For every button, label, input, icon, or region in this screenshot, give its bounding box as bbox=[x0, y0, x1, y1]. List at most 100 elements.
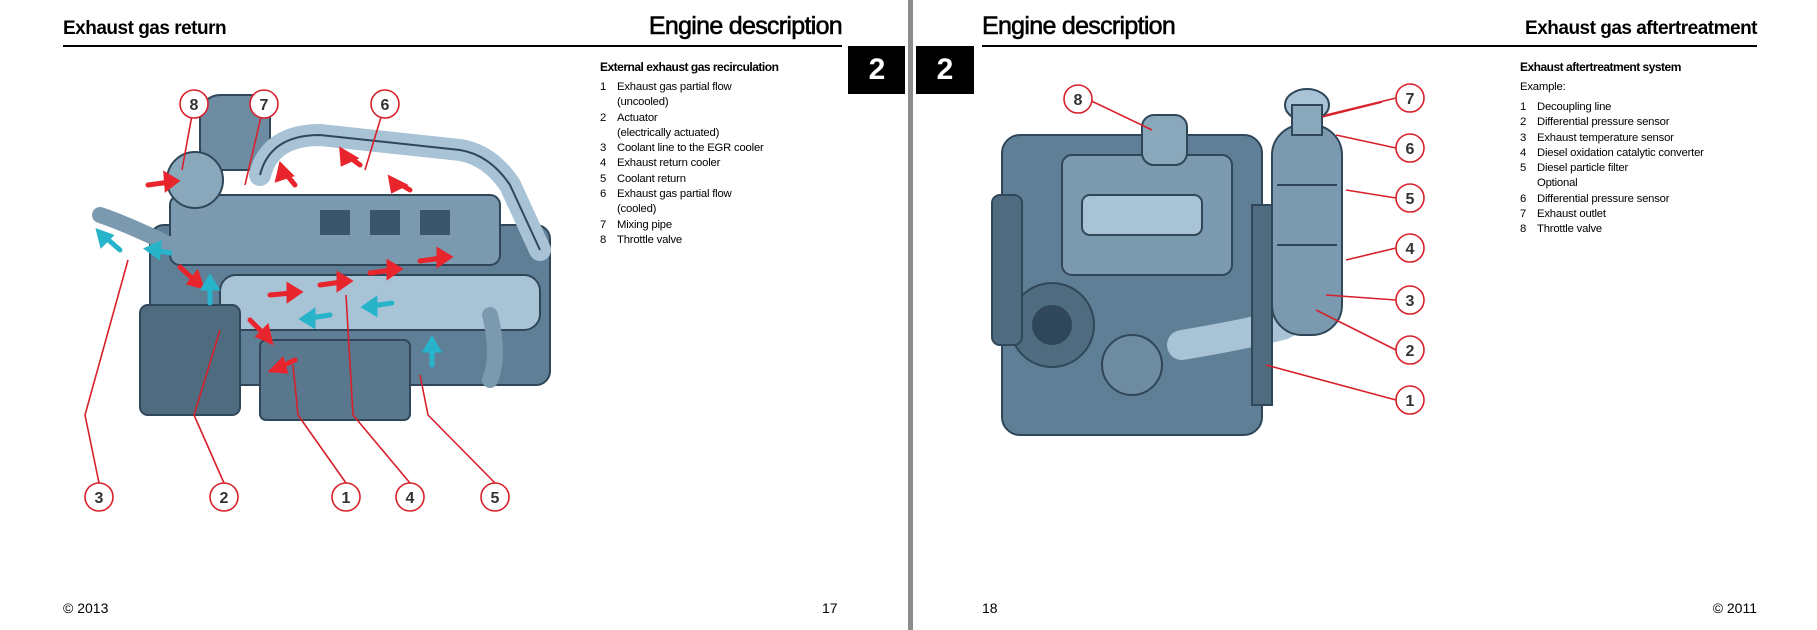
legend-number: 5 bbox=[600, 172, 607, 185]
legend-text: Exhaust gas partial flow bbox=[617, 81, 732, 93]
svg-text:8: 8 bbox=[1074, 92, 1083, 109]
legend-number: 1 bbox=[600, 81, 607, 93]
copyright: © 2013 bbox=[63, 600, 109, 616]
legend-number: 3 bbox=[1520, 131, 1527, 144]
legend-text: Coolant line to the EGR cooler bbox=[617, 142, 764, 155]
legend-item: 4 Exhaust return cooler bbox=[600, 156, 764, 171]
svg-text:5: 5 bbox=[1406, 191, 1415, 208]
legend-text: Actuator bbox=[617, 111, 658, 124]
header-rule bbox=[63, 45, 842, 47]
legend-text: Optional bbox=[1537, 177, 1578, 190]
svg-text:7: 7 bbox=[260, 97, 269, 114]
callout-7: 7 bbox=[249, 89, 279, 119]
legend-item: 8 Throttle valve bbox=[1520, 222, 1704, 237]
legend-text: Exhaust return cooler bbox=[617, 157, 721, 170]
section-title: Exhaust gas return bbox=[63, 18, 227, 39]
legend-text: Diesel particle filter bbox=[1537, 162, 1629, 175]
callout-6: 6 bbox=[1395, 133, 1425, 163]
legend-text: (electrically actuated) bbox=[617, 126, 720, 139]
callout-leaders-bottom bbox=[84, 414, 496, 484]
book-gutter bbox=[905, 0, 916, 630]
callout-2: 2 bbox=[209, 482, 239, 512]
svg-text:1: 1 bbox=[1406, 393, 1415, 410]
page-number: 17 bbox=[822, 600, 838, 616]
section-title: Exhaust gas aftertreatment bbox=[1525, 18, 1757, 39]
legend-text: Differential pressure sensor bbox=[1537, 192, 1670, 205]
callout-1: 1 bbox=[1395, 385, 1425, 415]
page-18: 2 Engine description Exhaust gas aftertr… bbox=[916, 0, 1817, 630]
legend-number: 6 bbox=[600, 188, 607, 201]
callout-5: 5 bbox=[1395, 183, 1425, 213]
page-number: 18 bbox=[982, 600, 998, 616]
chapter-title: Engine description bbox=[648, 12, 843, 41]
callout-8: 8 bbox=[1063, 84, 1093, 114]
callout-leaders-right bbox=[1265, 97, 1397, 401]
legend-number: 4 bbox=[1520, 146, 1527, 159]
callout-3: 3 bbox=[1395, 285, 1425, 315]
legend-text: Exhaust gas partial flow bbox=[617, 188, 732, 201]
aftertreatment-diagram bbox=[991, 88, 1382, 436]
svg-text:6: 6 bbox=[381, 97, 390, 114]
svg-text:8: 8 bbox=[190, 97, 199, 114]
legend-number: 5 bbox=[1520, 162, 1527, 175]
svg-text:3: 3 bbox=[1406, 293, 1415, 310]
callout-6: 6 bbox=[370, 89, 400, 119]
svg-text:6: 6 bbox=[1406, 141, 1415, 158]
callout-1: 1 bbox=[331, 482, 361, 512]
legend-number: 3 bbox=[600, 142, 607, 155]
chapter-tab: 2 bbox=[848, 46, 906, 94]
legend-number: 2 bbox=[1520, 116, 1527, 129]
callout-3: 3 bbox=[84, 482, 114, 512]
svg-text:4: 4 bbox=[406, 490, 415, 507]
legend-heading: Exhaust aftertreatment system bbox=[1520, 60, 1681, 74]
chapter-tab: 2 bbox=[916, 46, 974, 94]
legend-text: (cooled) bbox=[617, 203, 657, 216]
legend-text: Differential pressure sensor bbox=[1537, 116, 1670, 129]
callout-7: 7 bbox=[1395, 83, 1425, 113]
legend-number: 1 bbox=[1520, 101, 1527, 113]
svg-text:7: 7 bbox=[1406, 91, 1415, 108]
legend-number: 7 bbox=[600, 218, 607, 231]
svg-text:2: 2 bbox=[220, 490, 229, 507]
legend-heading: External exhaust gas recirculation bbox=[600, 60, 779, 74]
engine-illustration bbox=[991, 88, 1343, 436]
legend-number: 8 bbox=[600, 233, 607, 246]
egr-diagram: 8 7 6 3 2 1 4 5 bbox=[84, 89, 551, 512]
legend-number: 4 bbox=[600, 157, 607, 170]
legend-text: Throttle valve bbox=[617, 233, 683, 246]
aftertreatment-callouts: 7 6 5 4 3 2 1 bbox=[1265, 83, 1425, 415]
legend-item: 7 Mixing pipe bbox=[600, 218, 764, 233]
legend-text: Decoupling line bbox=[1537, 101, 1612, 113]
callout-5: 5 bbox=[480, 482, 510, 512]
legend-number: 6 bbox=[1520, 192, 1527, 205]
legend-item: 2 Differential pressure sensor bbox=[1520, 115, 1704, 130]
copyright: © 2011 bbox=[1712, 600, 1757, 616]
legend-item: 6 Exhaust gas partial flow (cooled) bbox=[600, 187, 764, 218]
callout-4: 4 bbox=[1395, 233, 1425, 263]
svg-text:3: 3 bbox=[95, 490, 104, 507]
callout-4: 4 bbox=[395, 482, 425, 512]
legend-text: Diesel oxidation catalytic converter bbox=[1537, 146, 1704, 159]
legend-number: 8 bbox=[1520, 223, 1527, 236]
svg-text:5: 5 bbox=[491, 490, 500, 507]
chapter-title: Engine description bbox=[982, 12, 1176, 41]
header-rule bbox=[982, 45, 1757, 47]
legend-text: Throttle valve bbox=[1537, 223, 1603, 236]
legend-text: Mixing pipe bbox=[617, 218, 672, 231]
legend-text: Exhaust outlet bbox=[1537, 208, 1606, 221]
legend-item: 1 Decoupling line bbox=[1520, 100, 1704, 115]
legend-item: 8 Throttle valve bbox=[600, 233, 764, 248]
flow-arrows bbox=[95, 146, 454, 374]
svg-text:4: 4 bbox=[1406, 241, 1415, 258]
legend-item: 4 Diesel oxidation catalytic converter bbox=[1520, 146, 1704, 161]
page-17: Exhaust gas return Engine description 2 … bbox=[0, 0, 906, 630]
example-label: Example: bbox=[1520, 81, 1566, 93]
